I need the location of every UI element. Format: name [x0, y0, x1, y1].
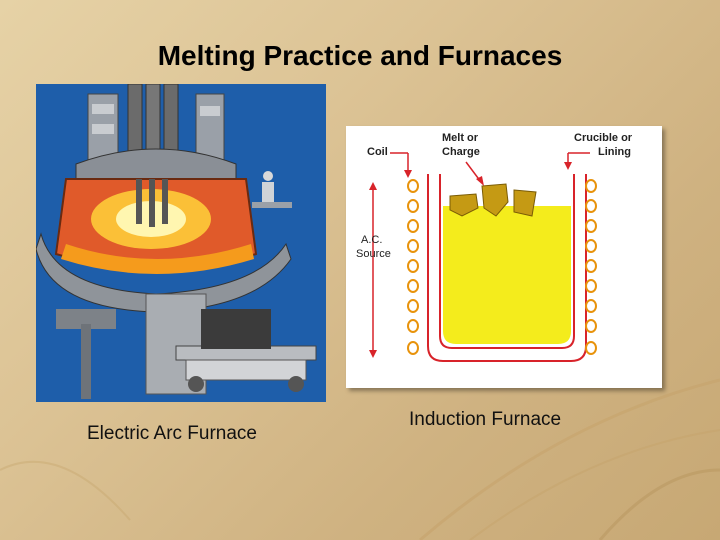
melt-label-line2: Charge — [442, 146, 480, 158]
crucible-label-line1: Crucible or — [574, 132, 633, 144]
electric-arc-furnace-image — [36, 84, 326, 402]
arc-furnace-drawing — [36, 84, 317, 399]
ac-source-label-line2: Source — [356, 248, 391, 260]
ac-source-label-line1: A.C. — [361, 234, 383, 246]
slide-title: Melting Practice and Furnaces — [157, 40, 563, 71]
arc-furnace-caption: Electric Arc Furnace — [87, 423, 257, 444]
crucible-label-line2: Lining — [598, 146, 631, 158]
coil-label: Coil — [367, 146, 388, 158]
induction-furnace-drawing — [369, 152, 597, 362]
induction-furnace-caption: Induction Furnace — [409, 409, 562, 430]
melt-label-line1: Melt or — [442, 132, 479, 144]
induction-furnace-diagram: Coil Melt or Charge Crucible or Lining A… — [346, 126, 662, 388]
